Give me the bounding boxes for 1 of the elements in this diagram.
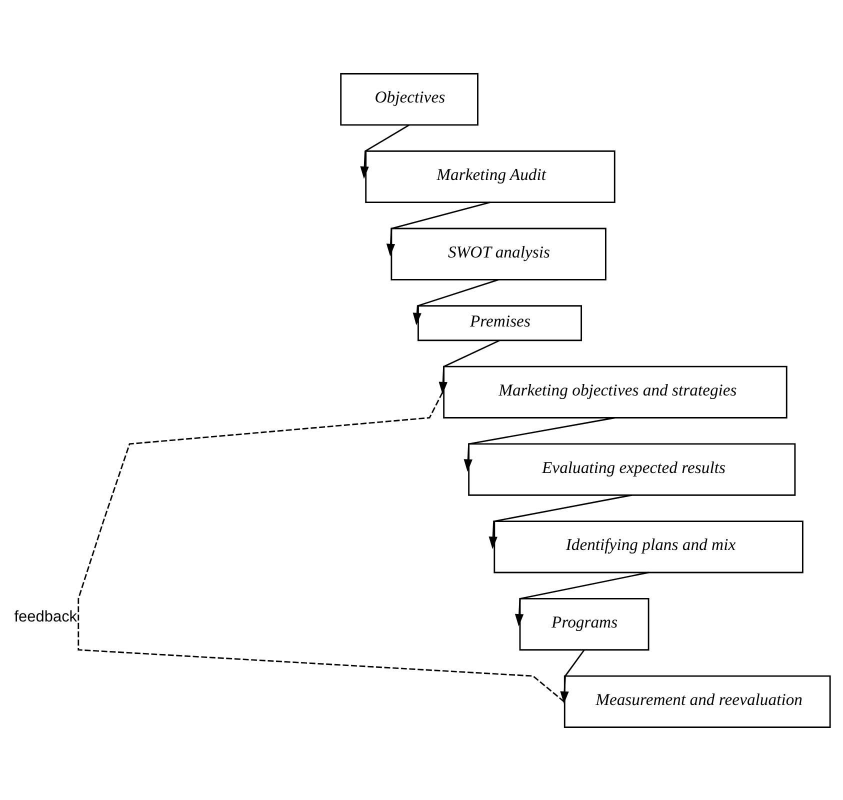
edge-label: feedback — [14, 608, 78, 625]
